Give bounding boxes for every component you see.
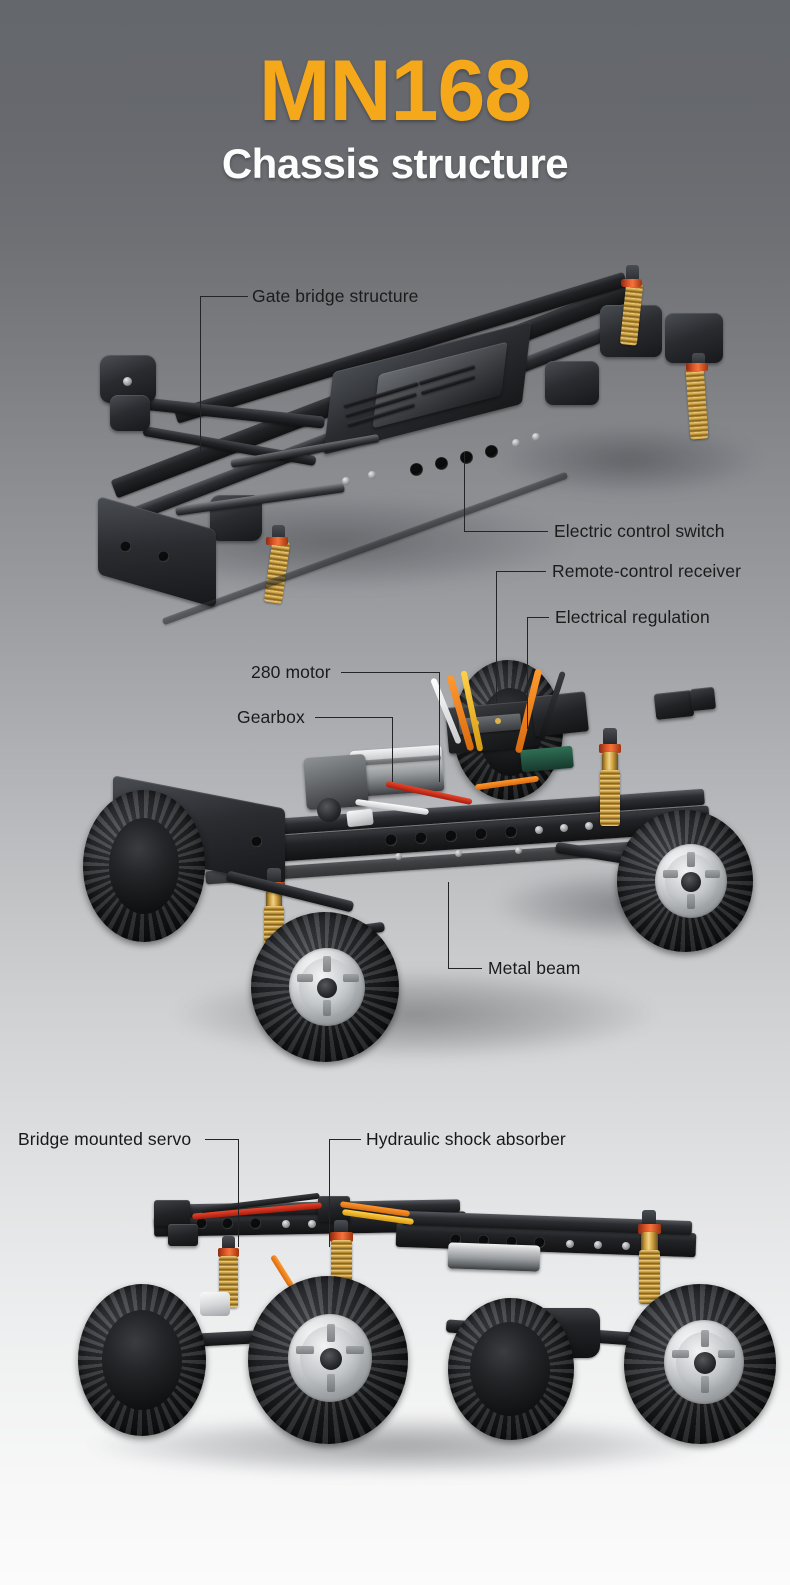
leader-gate-bridge-v: [200, 296, 202, 452]
wheel-bottom-far-left: [78, 1284, 206, 1436]
wheel-bottom-left-front: [248, 1276, 408, 1444]
leader-metal-beam-h: [448, 968, 482, 970]
leader-metal-beam-v: [448, 882, 450, 968]
callout-280-motor: 280 motor: [251, 662, 331, 682]
callout-bridge-mounted-servo: Bridge mounted servo: [18, 1129, 192, 1149]
callout-hydraulic-shock-absorber: Hydraulic shock absorber: [366, 1129, 566, 1149]
callout-gearbox: Gearbox: [237, 707, 305, 727]
callout-remote-control-receiver: Remote-control receiver: [552, 561, 742, 581]
callout-electric-control-switch: Electric control switch: [554, 521, 725, 541]
leader-bridge-servo-h: [205, 1139, 238, 1141]
callout-electrical-regulation: Electrical regulation: [555, 607, 710, 627]
chassis-side-angle-photo: [55, 640, 755, 1100]
receiver-box: [531, 691, 589, 737]
page-title: MN168: [258, 43, 532, 139]
leader-bridge-servo-v: [238, 1139, 240, 1247]
leader-electric-switch-h: [464, 531, 548, 533]
leader-280-motor-v: [439, 672, 441, 782]
callout-gate-bridge-structure: Gate bridge structure: [252, 286, 419, 306]
leader-electrical-regulation-v: [527, 617, 529, 729]
leader-electric-switch-v: [464, 452, 466, 531]
leader-receiver-h: [496, 571, 546, 573]
chassis-front-view-photo: [50, 1180, 776, 1490]
page-subtitle: Chassis structure: [221, 140, 569, 187]
leader-hydraulic-shock-v: [329, 1139, 331, 1247]
leader-gearbox-h: [315, 717, 392, 719]
leader-280-motor-h: [341, 672, 439, 674]
leader-receiver-v: [496, 571, 498, 703]
leader-electrical-regulation-h: [527, 617, 549, 619]
wheel-rear-right-outer: [617, 810, 753, 952]
leader-gate-bridge-h: [200, 296, 248, 298]
chassis-top-angle-photo: [80, 195, 760, 626]
leader-gearbox-v: [392, 717, 394, 782]
leader-hydraulic-shock-h: [329, 1139, 361, 1141]
callout-metal-beam: Metal beam: [488, 958, 581, 978]
